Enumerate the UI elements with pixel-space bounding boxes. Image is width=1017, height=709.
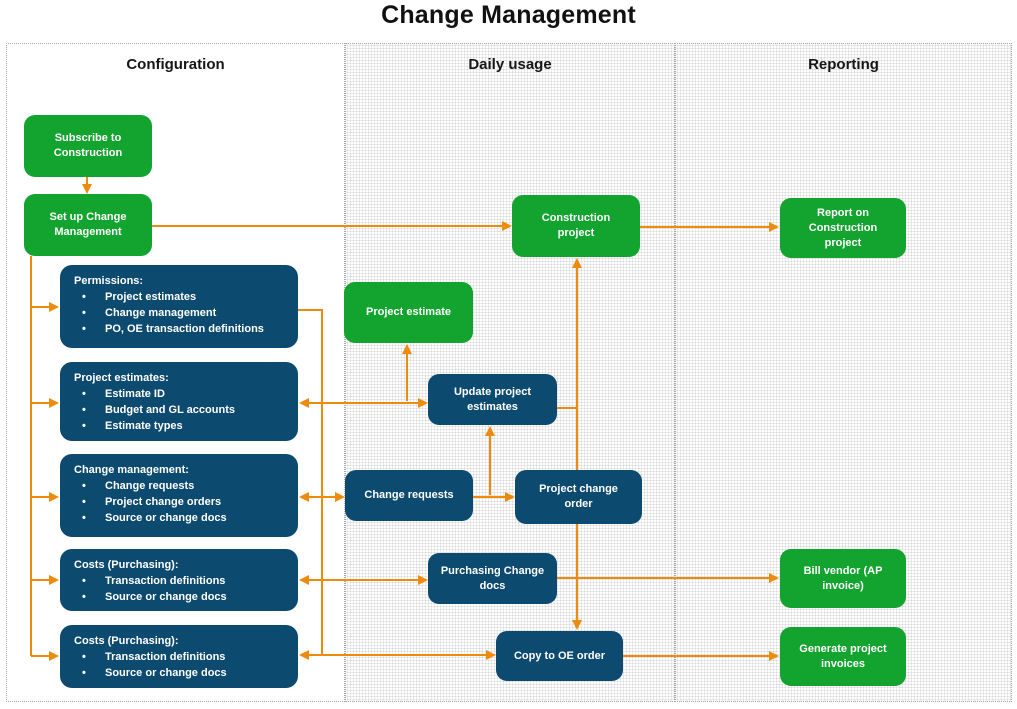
list-item: PO, OE transaction definitions: [74, 321, 286, 337]
page-title: Change Management: [381, 1, 636, 29]
node-copy-to-oe-order: Copy to OE order: [496, 631, 623, 681]
list-title: Project estimates:: [74, 372, 169, 384]
list-item: Source or change docs: [74, 589, 286, 605]
column-header-reporting: Reporting: [808, 56, 879, 73]
list-item: Budget and GL accounts: [74, 402, 286, 418]
list-item: Source or change docs: [74, 510, 286, 526]
list-title: Costs (Purchasing):: [74, 635, 179, 647]
list-item: Source or change docs: [74, 665, 286, 681]
column-header-configuration: Configuration: [126, 56, 225, 73]
node-project-change-order: Project change order: [515, 470, 642, 524]
list-item: Project change orders: [74, 494, 286, 510]
list-item: Estimate types: [74, 418, 286, 434]
node-project-estimate: Project estimate: [344, 282, 473, 343]
list-item: Change requests: [74, 478, 286, 494]
list-item: Transaction definitions: [74, 573, 286, 589]
node-project-estimates-list: Project estimates: Estimate ID Budget an…: [60, 362, 298, 441]
list-title: Change management:: [74, 464, 189, 476]
node-construction-project: Construction project: [512, 195, 640, 257]
node-costs-purchasing-list-1: Costs (Purchasing): Transaction definiti…: [60, 549, 298, 611]
node-costs-purchasing-list-2: Costs (Purchasing): Transaction definiti…: [60, 625, 298, 688]
list-item: Project estimates: [74, 289, 286, 305]
list-item: Estimate ID: [74, 386, 286, 402]
node-report-construction-project: Report on Construction project: [780, 198, 906, 258]
node-purchasing-change-docs: Purchasing Change docs: [428, 553, 557, 604]
node-bill-vendor: Bill vendor (AP invoice): [780, 549, 906, 608]
column-header-daily-usage: Daily usage: [468, 56, 552, 73]
node-subscribe-construction: Subscribe to Construction: [24, 115, 152, 177]
node-generate-project-invoices: Generate project invoices: [780, 627, 906, 686]
node-change-management-list: Change management: Change requests Proje…: [60, 454, 298, 537]
list-item: Change management: [74, 305, 286, 321]
node-change-requests: Change requests: [345, 470, 473, 521]
node-setup-change-management: Set up Change Management: [24, 194, 152, 256]
node-update-project-estimates: Update project estimates: [428, 374, 557, 425]
list-title: Permissions:: [74, 275, 144, 287]
list-item: Transaction definitions: [74, 649, 286, 665]
node-permissions-list: Permissions: Project estimates Change ma…: [60, 265, 298, 348]
list-title: Costs (Purchasing):: [74, 559, 179, 571]
